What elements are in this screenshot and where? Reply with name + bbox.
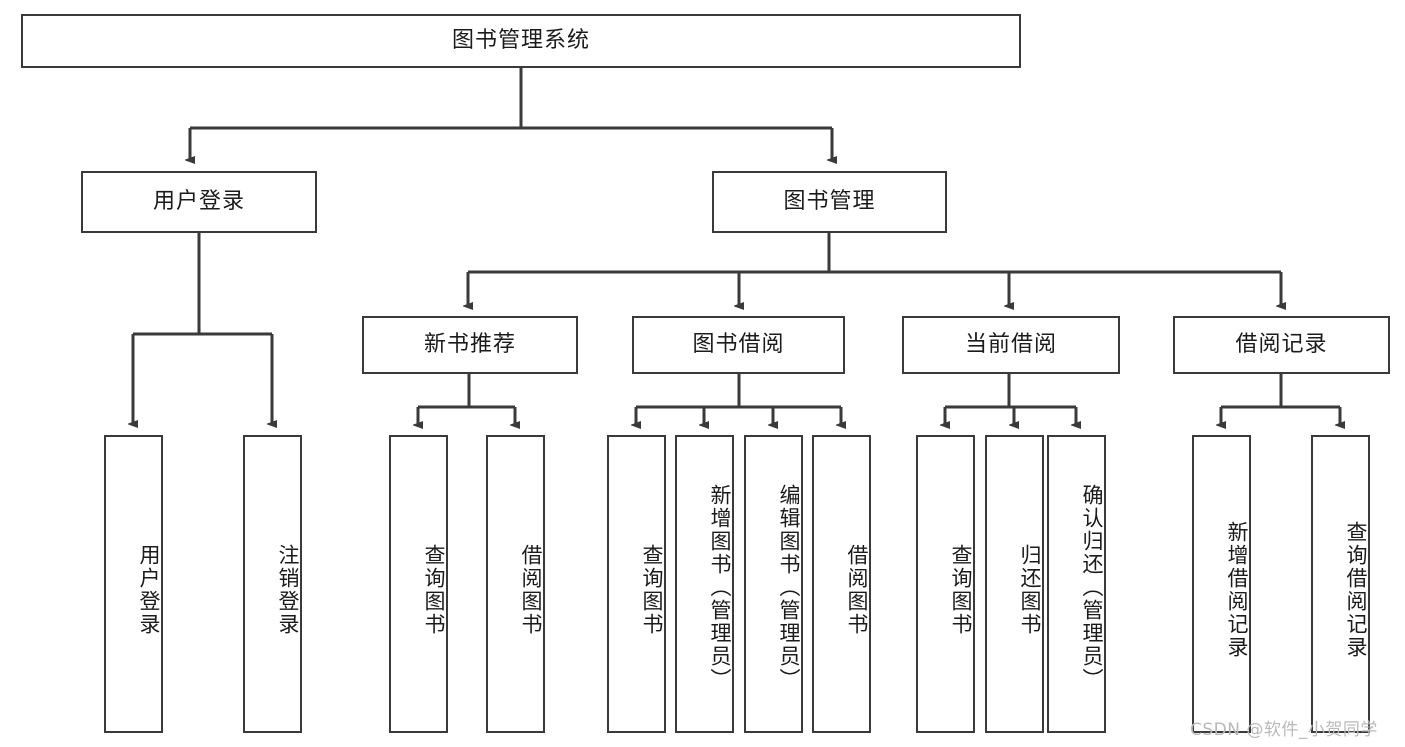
node-book-manage-label: 图书管理 bbox=[783, 188, 876, 214]
node-book-borrow-label: 图书借阅 bbox=[692, 331, 785, 357]
node-book-manage[interactable]: 图书管理 bbox=[712, 171, 947, 233]
node-leaf-rec-borrow[interactable]: 借阅图书 bbox=[486, 435, 545, 733]
node-leaf-br-query-label: 查询借阅记录 bbox=[1344, 521, 1368, 659]
node-current-borrow[interactable]: 当前借阅 bbox=[902, 316, 1120, 374]
node-user-login[interactable]: 用户登录 bbox=[81, 171, 317, 233]
node-leaf-cb-return-label: 归还图书 bbox=[1018, 544, 1042, 636]
node-borrow-record-label: 借阅记录 bbox=[1235, 331, 1328, 357]
node-user-login-label: 用户登录 bbox=[152, 188, 245, 214]
node-leaf-user-logout-label: 注销登录 bbox=[276, 544, 300, 636]
node-leaf-cb-query-label: 查询图书 bbox=[949, 544, 973, 636]
node-new-book-rec-label: 新书推荐 bbox=[423, 331, 516, 357]
node-leaf-br-add-label: 新增借阅记录 bbox=[1225, 521, 1249, 659]
node-leaf-bb-add[interactable]: 新增图书（管理员） bbox=[675, 435, 734, 733]
watermark: CSDN @软件_小贺同学 bbox=[1190, 720, 1378, 740]
node-leaf-cb-query[interactable]: 查询图书 bbox=[916, 435, 975, 733]
node-leaf-user-logout[interactable]: 注销登录 bbox=[243, 435, 302, 733]
node-leaf-bb-query[interactable]: 查询图书 bbox=[607, 435, 666, 733]
node-leaf-user-login-label: 用户登录 bbox=[137, 544, 161, 636]
node-leaf-bb-add-label: 新增图书（管理员） bbox=[708, 483, 732, 691]
node-leaf-bb-edit[interactable]: 编辑图书（管理员） bbox=[744, 435, 803, 733]
node-leaf-br-query[interactable]: 查询借阅记录 bbox=[1311, 435, 1370, 733]
node-root[interactable]: 图书管理系统 bbox=[21, 14, 1021, 68]
node-leaf-cb-confirm-label: 确认归还（管理员） bbox=[1080, 483, 1104, 691]
node-leaf-cb-return[interactable]: 归还图书 bbox=[985, 435, 1044, 733]
node-leaf-bb-borrow-label: 借阅图书 bbox=[845, 544, 869, 636]
node-leaf-bb-borrow[interactable]: 借阅图书 bbox=[812, 435, 871, 733]
node-leaf-rec-borrow-label: 借阅图书 bbox=[519, 544, 543, 636]
node-leaf-bb-query-label: 查询图书 bbox=[640, 544, 664, 636]
node-book-borrow[interactable]: 图书借阅 bbox=[632, 316, 845, 374]
node-leaf-bb-edit-label: 编辑图书（管理员） bbox=[777, 483, 801, 691]
node-root-label: 图书管理系统 bbox=[451, 27, 590, 53]
node-current-borrow-label: 当前借阅 bbox=[964, 331, 1057, 357]
node-leaf-user-login[interactable]: 用户登录 bbox=[104, 435, 163, 733]
node-new-book-rec[interactable]: 新书推荐 bbox=[362, 316, 578, 374]
node-borrow-record[interactable]: 借阅记录 bbox=[1173, 316, 1390, 374]
node-leaf-cb-confirm[interactable]: 确认归还（管理员） bbox=[1047, 435, 1106, 733]
node-leaf-rec-query[interactable]: 查询图书 bbox=[389, 435, 448, 733]
node-leaf-br-add[interactable]: 新增借阅记录 bbox=[1192, 435, 1251, 733]
node-leaf-rec-query-label: 查询图书 bbox=[422, 544, 446, 636]
